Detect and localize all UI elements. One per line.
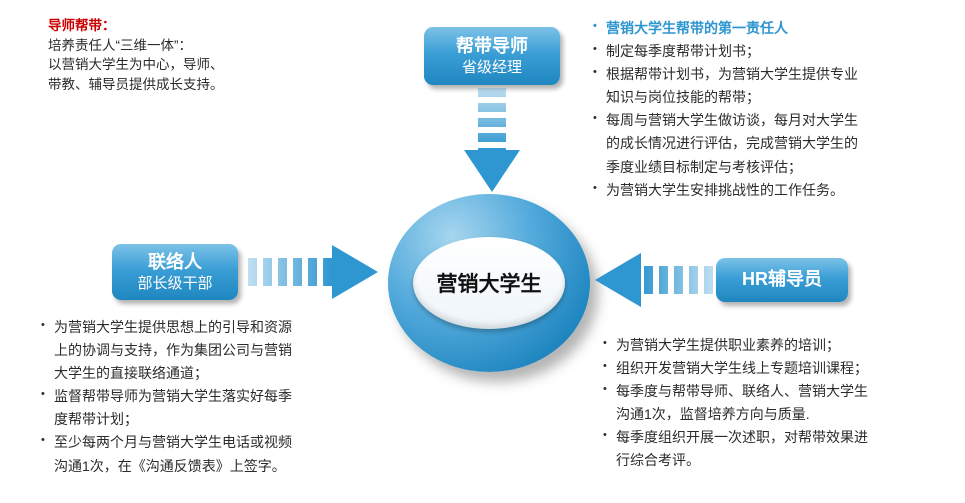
mentor-box-subtitle: 省级经理 — [461, 58, 522, 76]
center-sphere-inner: 营销大学生 — [413, 237, 565, 329]
liaison-duty-item: 监督帮带导师为营销大学生落实好每季度帮带计划； — [40, 385, 292, 431]
liaison-box-subtitle: 部长级干部 — [137, 274, 213, 292]
liaison-duty-item: 至少每两个月与营销大学生电话或视频沟通1次，在《沟通反馈表》上签字。 — [40, 431, 292, 477]
mentor-box: 帮带导师 省级经理 — [424, 27, 560, 85]
arrow-right-head-icon — [332, 245, 378, 299]
mentor-duty-item: 制定每季度帮带计划书； — [592, 40, 864, 63]
center-sphere: 营销大学生 — [388, 194, 590, 372]
liaison-duties-list: 为营销大学生提供思想上的引导和资源上的协调与支持，作为集团公司与营销大学生的直接… — [40, 316, 292, 478]
hr-duty-item: 组织开发营销大学生线上专题培训课程； — [602, 357, 870, 380]
liaison-duty-item: 为营销大学生提供思想上的引导和资源上的协调与支持，作为集团公司与营销大学生的直接… — [40, 316, 292, 385]
legend-body: 培养责任人“三维一体”： 以营销大学生为中心，导师、带教、辅导员提供成长支持。 — [48, 36, 288, 95]
hr-box-title: HR辅导员 — [742, 269, 822, 290]
mentor-duties-heading: 营销大学生帮带的第一责任人 — [592, 17, 864, 40]
legend-line: 以营销大学生为中心，导师、 — [48, 57, 224, 73]
mentor-duty-item: 为营销大学生安排挑战性的工作任务。 — [592, 179, 864, 202]
center-label: 营销大学生 — [436, 273, 542, 296]
hr-duty-item: 每季度组织开展一次述职，对帮带效果进行综合考评。 — [602, 426, 870, 472]
legend-line: 带教、辅导员提供成长支持。 — [48, 76, 224, 92]
hr-duties-list: 为营销大学生提供职业素养的培训；组织开发营销大学生线上专题培训课程；每季度与帮带… — [602, 334, 870, 473]
hr-box: HR辅导员 — [716, 258, 848, 302]
arrow-left-shaft — [641, 266, 713, 294]
liaison-duties: 为营销大学生提供思想上的引导和资源上的协调与支持，作为集团公司与营销大学生的直接… — [40, 316, 292, 478]
arrow-left-head-icon — [595, 253, 641, 307]
liaison-box-title: 联络人 — [148, 251, 202, 272]
mentor-duty-item: 根据帮带计划书，为营销大学生提供专业知识与岗位技能的帮带； — [592, 63, 864, 109]
arrow-down-head-icon — [464, 150, 520, 192]
arrow-right-shaft — [248, 258, 332, 286]
mentor-duties-list: 制定每季度帮带计划书；根据帮带计划书，为营销大学生提供专业知识与岗位技能的帮带；… — [592, 40, 864, 202]
mentor-box-title: 帮带导师 — [456, 35, 528, 56]
hr-duty-item: 每季度与帮带导师、联络人、营销大学生沟通1次，监督培养方向与质量. — [602, 380, 870, 426]
mentor-duty-item: 每周与营销大学生做访谈，每月对大学生的成长情况进行评估，完成营销大学生的季度业绩… — [592, 109, 864, 178]
hr-duties: 为营销大学生提供职业素养的培训；组织开发营销大学生线上专题培训课程；每季度与帮带… — [602, 334, 870, 473]
liaison-box: 联络人 部长级干部 — [112, 244, 238, 300]
legend-title: 导师帮带： — [48, 18, 116, 33]
legend: 导师帮带： 培养责任人“三维一体”： 以营销大学生为中心，导师、带教、辅导员提供成… — [48, 16, 288, 94]
mentor-duties: 营销大学生帮带的第一责任人 制定每季度帮带计划书；根据帮带计划书，为营销大学生提… — [592, 17, 864, 202]
legend-line: 培养责任人“三维一体”： — [48, 37, 192, 53]
hr-duty-item: 为营销大学生提供职业素养的培训； — [602, 334, 870, 357]
arrow-down-shaft — [478, 88, 506, 150]
